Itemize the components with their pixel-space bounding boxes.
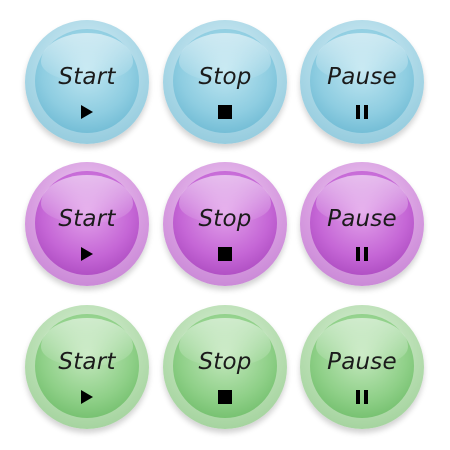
stop-button-green[interactable]: Stop (163, 305, 287, 429)
play-icon (77, 244, 97, 264)
stop-icon (215, 102, 235, 122)
pause-icon (352, 102, 372, 122)
play-icon (77, 102, 97, 122)
start-button-blue[interactable]: Start (25, 20, 149, 144)
button-label: Stop (198, 206, 252, 232)
start-button-green[interactable]: Start (25, 305, 149, 429)
button-label: Pause (327, 349, 397, 375)
button-label: Start (58, 206, 116, 232)
button-label: Pause (327, 206, 397, 232)
stop-icon (215, 244, 235, 264)
start-button-purple[interactable]: Start (25, 162, 149, 286)
button-label: Start (58, 349, 116, 375)
pause-button-purple[interactable]: Pause (300, 162, 424, 286)
button-label: Start (58, 64, 116, 90)
button-label: Stop (198, 64, 252, 90)
stop-button-purple[interactable]: Stop (163, 162, 287, 286)
pause-icon (352, 244, 372, 264)
stop-icon (215, 387, 235, 407)
pause-button-blue[interactable]: Pause (300, 20, 424, 144)
play-icon (77, 387, 97, 407)
pause-button-green[interactable]: Pause (300, 305, 424, 429)
button-label: Stop (198, 349, 252, 375)
button-label: Pause (327, 64, 397, 90)
pause-icon (352, 387, 372, 407)
stop-button-blue[interactable]: Stop (163, 20, 287, 144)
